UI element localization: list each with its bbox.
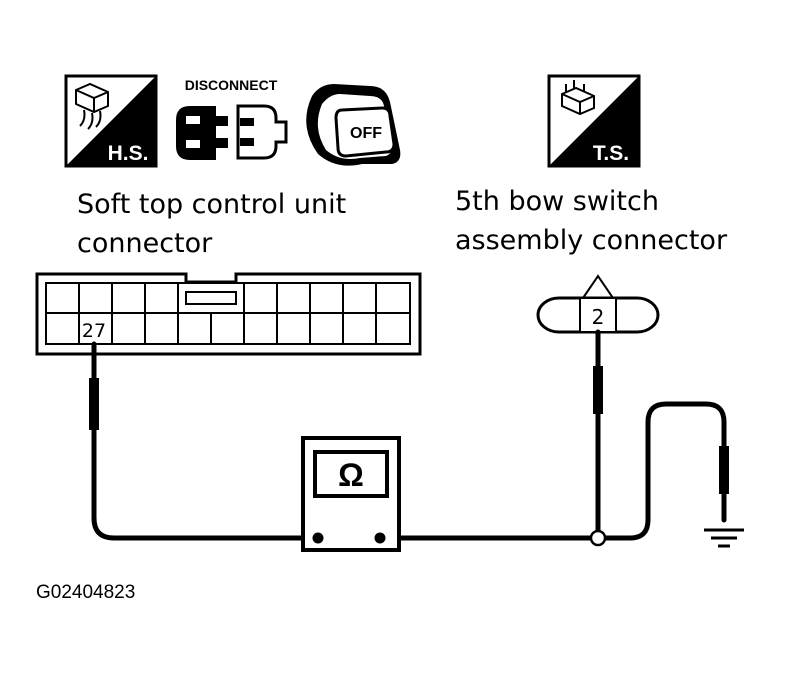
- right-connector-title-line2: assembly connector: [455, 225, 728, 256]
- right-pin-number: 2: [592, 305, 605, 329]
- left-connector-title-line2: connector: [77, 228, 213, 259]
- fifth-bow-switch-connector: 2: [536, 274, 660, 334]
- meter-positive-terminal: [374, 532, 386, 544]
- connector-cavity-grid: [46, 283, 410, 344]
- harness-connector-sketch: [75, 82, 109, 130]
- disconnect-label: DISCONNECT: [185, 77, 278, 93]
- ground-probe-handle: [719, 446, 729, 494]
- right-probe-handle: [593, 366, 603, 414]
- ground-symbol-icon: [704, 528, 744, 548]
- junction-node: [589, 529, 607, 547]
- disconnect-icon: DISCONNECT: [176, 77, 288, 160]
- hs-label: H.S.: [108, 142, 149, 165]
- test-lead-wires: [91, 329, 727, 541]
- ignition-key-off-icon: OFF: [306, 84, 401, 166]
- left-probe-handle: [89, 378, 99, 430]
- soft-top-control-unit-connector: 27: [35, 272, 422, 356]
- reference-code: G02404823: [36, 582, 135, 603]
- left-connector-title-line1: Soft top control unit: [77, 189, 346, 220]
- ts-label: T.S.: [593, 142, 629, 165]
- harness-side-icon: H.S.: [64, 74, 158, 168]
- terminal-connector-sketch: [561, 80, 595, 116]
- left-pin-number: 27: [82, 320, 106, 342]
- ohm-symbol-icon: Ω: [338, 457, 364, 493]
- terminal-side-icon: T.S.: [547, 74, 641, 168]
- connector-lock-slot: [185, 291, 237, 305]
- meter-negative-terminal: [312, 532, 324, 544]
- connector-guide-triangle: [581, 274, 615, 299]
- ignition-off-label: OFF: [350, 125, 382, 142]
- right-connector-title-line1: 5th bow switch: [455, 186, 659, 217]
- ohmmeter-display: [313, 450, 389, 498]
- ohmmeter: Ω: [301, 436, 401, 552]
